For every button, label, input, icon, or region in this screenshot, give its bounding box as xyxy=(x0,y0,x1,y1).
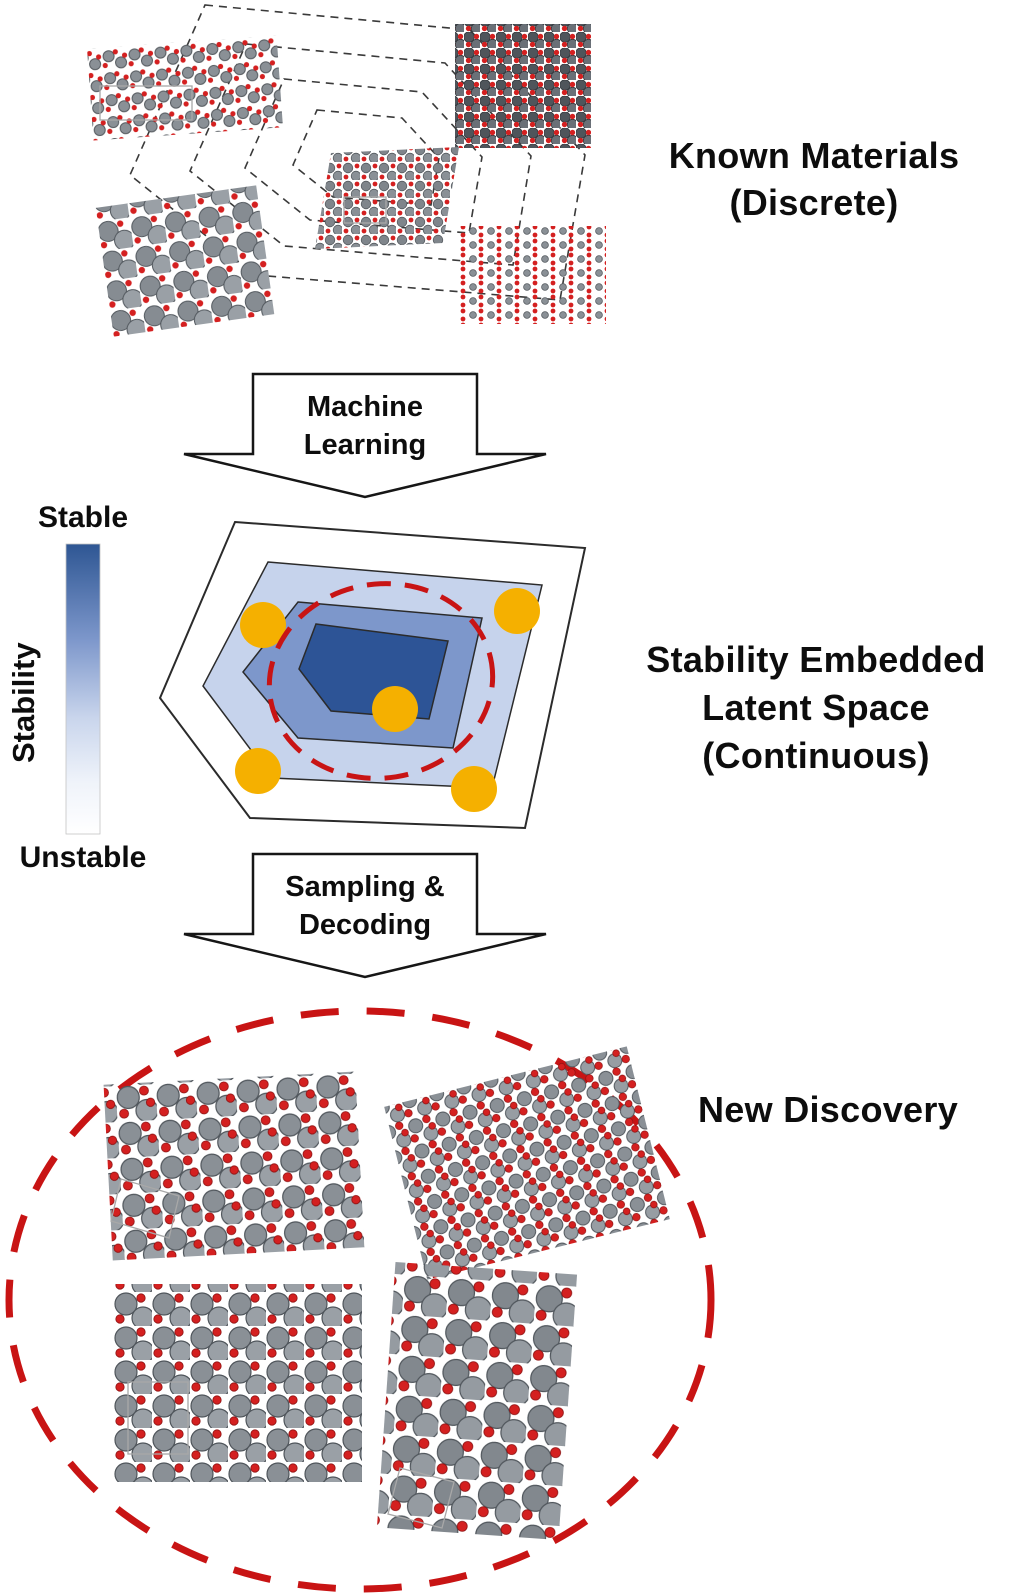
crystal-grid-structure xyxy=(460,226,606,324)
sample-point-marker xyxy=(372,686,418,732)
discovered-structure-3 xyxy=(114,1284,362,1482)
colorbar-unstable-label: Unstable xyxy=(19,841,147,874)
sampling-decoding-arrow xyxy=(183,852,547,979)
new-discovery-title: New Discovery xyxy=(697,1089,959,1130)
discovered-structure-1 xyxy=(103,1071,365,1261)
machine-learning-arrow-label: Machine Learning xyxy=(253,388,477,464)
known-materials-title-line1: Known Materials xyxy=(668,135,960,176)
known-materials-cluster xyxy=(87,4,606,337)
machine-learning-arrow xyxy=(183,372,547,499)
sampling-arrow-line1: Sampling & xyxy=(285,871,445,903)
latent-title-line2: Latent Space xyxy=(702,687,930,728)
known-materials-title: Known Materials (Discrete) xyxy=(618,132,1010,226)
discovered-structure-2 xyxy=(384,1046,670,1280)
new-discovery-ellipse xyxy=(5,1007,715,1593)
sample-point-marker xyxy=(235,748,281,794)
sampling-arrow-line2: Decoding xyxy=(298,909,432,941)
sample-point-marker xyxy=(451,766,497,812)
crystal-lattice-structure xyxy=(315,147,459,249)
crystal-chain-structure xyxy=(87,35,283,141)
contour-outline-3 xyxy=(244,78,483,234)
sample-point-marker xyxy=(494,588,540,634)
new-discovery-cluster xyxy=(5,1007,715,1593)
sampling-decoding-arrow-label: Sampling & Decoding xyxy=(253,868,477,944)
ml-arrow-line2: Learning xyxy=(303,429,427,461)
latent-space-title: Stability Embedded Latent Space (Continu… xyxy=(612,636,1020,780)
ml-arrow-line1: Machine xyxy=(306,391,424,423)
sample-point-marker xyxy=(240,602,286,648)
latent-space-map xyxy=(158,520,587,830)
discovered-structure-4 xyxy=(376,1261,578,1541)
crystal-spheres-structure xyxy=(95,185,275,337)
latent-title-line1: Stability Embedded xyxy=(646,639,986,680)
colorbar-axis-label: Stability xyxy=(6,642,41,764)
latent-title-line3: (Continuous) xyxy=(702,735,930,776)
stable-region-boundary xyxy=(266,581,496,781)
known-materials-title-line2: (Discrete) xyxy=(729,182,899,223)
colorbar-stable-label: Stable xyxy=(37,501,129,534)
crystal-dense-structure xyxy=(455,24,591,148)
stability-colorbar xyxy=(65,543,101,835)
